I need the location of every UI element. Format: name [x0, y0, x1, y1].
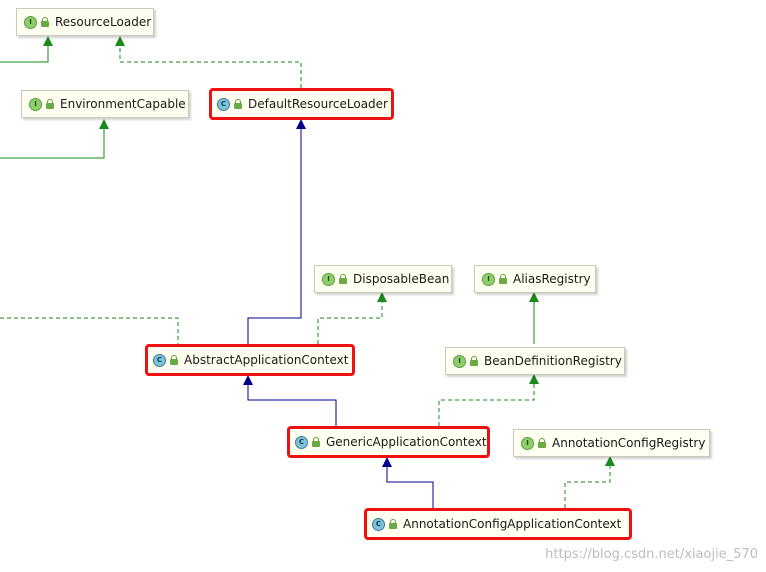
- node-abstract-application-context[interactable]: C AbstractApplicationContext: [145, 344, 355, 376]
- interface-icon: I: [521, 436, 534, 450]
- node-annotation-config-registry[interactable]: I AnnotationConfigRegistry: [513, 429, 710, 457]
- node-resource-loader[interactable]: I ResourceLoader: [16, 8, 154, 36]
- edge-offscreen-to-resource-loader: [0, 36, 53, 63]
- interface-icon: I: [482, 272, 495, 286]
- node-label: AnnotationConfigApplicationContext: [403, 517, 622, 531]
- lock-icon: [41, 17, 49, 27]
- edge-generic-application-context-to-bean-definition-registry: [438, 374, 539, 426]
- node-bean-definition-registry[interactable]: I BeanDefinitionRegistry: [445, 347, 625, 375]
- node-annotation-config-application-context[interactable]: C AnnotationConfigApplicationContext: [364, 508, 632, 540]
- lock-icon: [538, 438, 546, 448]
- lock-icon: [46, 99, 54, 109]
- interface-icon: I: [24, 15, 37, 29]
- lock-icon: [339, 274, 347, 284]
- edge-annotation-config-application-context-to-annotation-config-registry: [564, 456, 615, 508]
- node-label: DisposableBean: [353, 272, 450, 286]
- node-environment-capable[interactable]: I EnvironmentCapable: [21, 90, 189, 118]
- node-generic-application-context[interactable]: C GenericApplicationContext: [287, 426, 490, 458]
- node-label: ResourceLoader: [55, 15, 152, 29]
- node-default-resource-loader[interactable]: C DefaultResourceLoader: [209, 88, 394, 120]
- class-icon: C: [217, 97, 230, 111]
- node-label: GenericApplicationContext: [326, 435, 487, 449]
- node-label: AliasRegistry: [513, 272, 591, 286]
- edge-offscreen-dashed: [0, 317, 179, 344]
- interface-icon: I: [322, 272, 335, 286]
- edge-generic-application-context-to-abstract-application-context: [243, 375, 337, 426]
- edge-annotation-config-application-context-to-generic-application-context: [382, 457, 434, 508]
- interface-icon: I: [453, 354, 466, 368]
- lock-icon: [470, 356, 478, 366]
- lock-icon: [499, 274, 507, 284]
- node-label: AbstractApplicationContext: [184, 353, 349, 367]
- edge-abstract-application-context-to-disposable-bean: [317, 292, 387, 344]
- node-disposable-bean[interactable]: I DisposableBean: [314, 265, 452, 293]
- node-label: BeanDefinitionRegistry: [484, 354, 622, 368]
- edge-abstract-application-context-to-default-resource-loader: [247, 119, 306, 344]
- lock-icon: [389, 519, 397, 529]
- lock-icon: [234, 99, 242, 109]
- class-icon: C: [295, 435, 308, 449]
- edge-default-resource-loader-to-resource-loader: [115, 36, 302, 88]
- edge-offscreen-to-environment-capable: [0, 119, 109, 159]
- node-label: DefaultResourceLoader: [248, 97, 388, 111]
- node-label: EnvironmentCapable: [60, 97, 186, 111]
- class-icon: C: [153, 353, 166, 367]
- lock-icon: [170, 355, 178, 365]
- lock-icon: [312, 437, 320, 447]
- watermark: https://blog.csdn.net/xiaojie_570: [545, 547, 758, 562]
- node-label: AnnotationConfigRegistry: [552, 436, 706, 450]
- node-alias-registry[interactable]: I AliasRegistry: [474, 265, 596, 293]
- class-icon: C: [372, 517, 385, 531]
- interface-icon: I: [29, 97, 42, 111]
